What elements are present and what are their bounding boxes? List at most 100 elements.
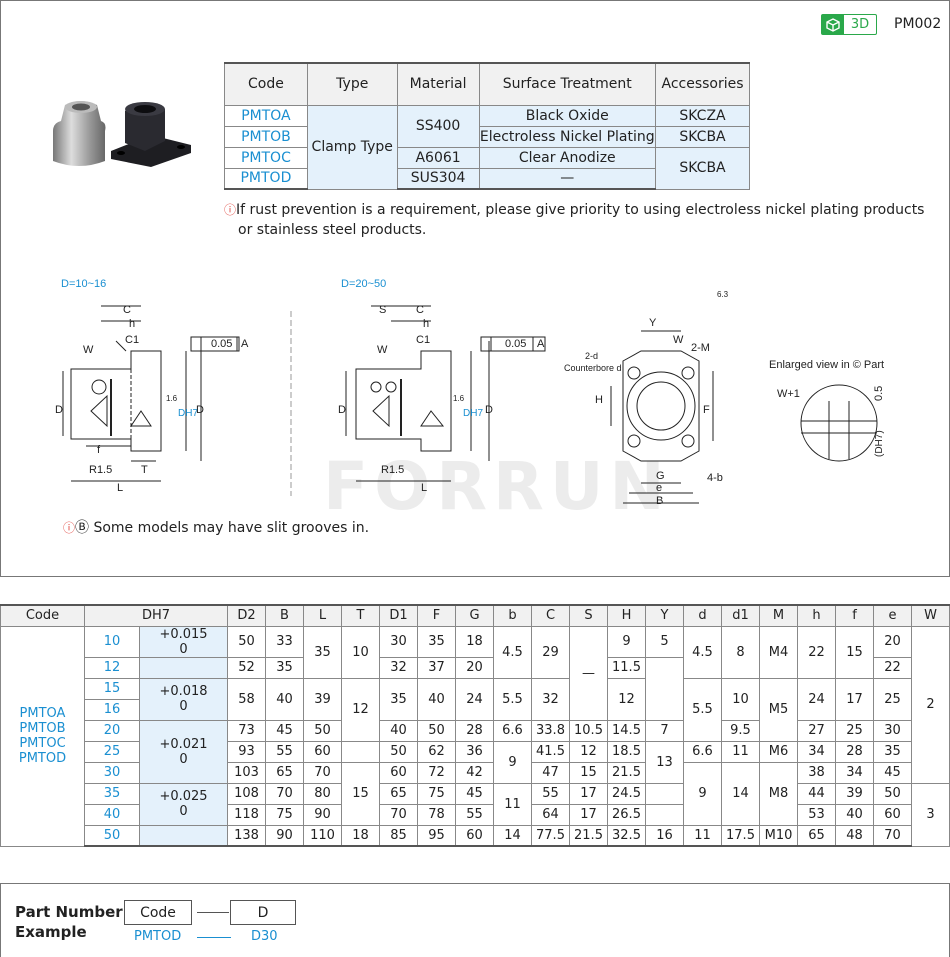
accessory-cell: SKCBA	[655, 125, 750, 148]
table-row: 30 103 65 70 15 60 72 42 47 15 21.5 9 14…	[1, 761, 950, 826]
treatment-cell: —	[478, 167, 657, 190]
label-dh7: DH7	[178, 408, 198, 419]
label-h-3: H	[595, 394, 603, 406]
rust-note: ⓘIf rust prevention is a requirement, pl…	[224, 200, 924, 240]
label-r-2: R1.5	[381, 464, 404, 476]
col-d1-small: d1	[721, 604, 760, 627]
type-cell: Clamp Type	[306, 104, 398, 190]
cube-icon	[822, 15, 844, 34]
col-b: B	[265, 604, 304, 627]
label-l: L	[117, 482, 123, 494]
col-t: T	[341, 604, 380, 627]
treatment-cell: Electroless Nickel Plating	[478, 125, 657, 148]
col-m: M	[759, 604, 798, 627]
code-cell[interactable]: PMTOB	[224, 125, 308, 148]
b-circle-icon: Ⓑ	[75, 520, 90, 536]
label-w: W	[83, 344, 94, 356]
code-table: Code Type Material Surface Treatment Acc…	[224, 62, 750, 190]
drawing1-range: D=10~16	[61, 278, 106, 290]
label-r: R1.5	[89, 464, 112, 476]
treatment-cell: Clear Anodize	[478, 146, 657, 169]
roughness-top: 6.3	[717, 290, 729, 299]
table-row: PMTOC A6061 Clear Anodize SKCBA	[224, 146, 750, 190]
label-2m: 2-M	[691, 342, 710, 354]
col-accessories: Accessories	[655, 62, 750, 106]
label-t: T	[141, 464, 148, 476]
part-d-box: D	[230, 900, 296, 925]
code-cell[interactable]: PMTOC	[224, 146, 308, 169]
col-e: e	[873, 604, 912, 627]
col-f: F	[417, 604, 456, 627]
info-icon: ⓘ	[63, 521, 76, 535]
product-info-panel: 3D PM002 Code Type Material Surface Trea…	[0, 0, 950, 577]
table-row: 50 138 90 110 18 85 95 60 14 77.5 21.5 3…	[1, 824, 950, 847]
drawing2-range: D=20~50	[341, 278, 386, 290]
label-b: B	[656, 495, 663, 507]
datum-label-2: A	[537, 338, 545, 350]
3d-badge[interactable]: 3D	[821, 14, 877, 35]
roughness-value-2: 1.6	[453, 394, 465, 403]
label-y: Y	[649, 317, 657, 329]
part-separator	[197, 912, 229, 913]
part-number-example: Part Number Example Code D PMTOD D30	[0, 883, 950, 957]
col-w: W	[911, 604, 950, 627]
accessory-cell: SKCZA	[655, 104, 750, 127]
product-code: PM002	[894, 16, 942, 32]
part-example-d[interactable]: D30	[251, 929, 278, 944]
rust-note-line1: If rust prevention is a requirement, ple…	[236, 202, 925, 218]
tolerance-value-2: 0.05	[505, 338, 526, 350]
label-d1: D	[55, 404, 63, 416]
code-cell[interactable]: PMTOD	[224, 167, 308, 190]
slit-note-text: Some models may have slit grooves in.	[93, 520, 370, 536]
label-s: S	[379, 304, 386, 316]
info-icon: ⓘ	[224, 203, 237, 217]
label-c1: C1	[125, 334, 139, 346]
col-s: S	[569, 604, 608, 627]
label-dh7-2: DH7	[463, 408, 483, 419]
label-c: C	[123, 304, 131, 316]
3d-badge-label: 3D	[850, 17, 870, 32]
table-row: PMTOA Clamp Type SS400 Black Oxide SKCZA	[224, 104, 750, 190]
label-d2: D	[196, 404, 204, 416]
code-group-cell[interactable]: PMTOA PMTOB PMTOC PMTOD	[0, 625, 85, 847]
product-photo	[53, 101, 191, 167]
label-counterbore: Counterbore d	[564, 363, 622, 373]
col-dh7: DH7	[84, 604, 228, 627]
accessory-cell: SKCBA	[655, 146, 750, 190]
col-g: G	[455, 604, 494, 627]
label-f-3: F	[703, 404, 710, 416]
label-d2-2: D	[485, 404, 493, 416]
label-w-2: W	[377, 344, 388, 356]
label-dh7-3: (DH7)	[874, 430, 885, 457]
label-g: G	[656, 470, 665, 482]
col-l: L	[303, 604, 342, 627]
col-type: Type	[306, 62, 398, 106]
label-h-2: h	[423, 318, 429, 330]
table-row: 25 93 55 60 50 62 36 9 41.5 12 18.5 13 6…	[1, 740, 950, 784]
label-e: e	[656, 482, 662, 494]
code-cell[interactable]: PMTOA	[224, 104, 308, 127]
col-f-small: f	[835, 604, 874, 627]
col-d2: D2	[227, 604, 266, 627]
table-row: PMTOD SUS304 —	[224, 167, 750, 190]
label-2d: 2-d	[585, 351, 598, 361]
label-c-2: C	[416, 304, 424, 316]
label-w1: W+1	[777, 388, 800, 400]
tolerance-value: 0.05	[211, 338, 232, 350]
label-f: f	[97, 444, 101, 456]
datum-label: A	[241, 338, 249, 350]
material-cell: SUS304	[396, 167, 480, 190]
material-cell: SS400	[396, 104, 480, 148]
watermark-logo: FORRUN	[323, 448, 671, 525]
col-h: H	[607, 604, 646, 627]
enlarged-view-label: Enlarged view in © Part	[769, 359, 884, 371]
col-y: Y	[645, 604, 684, 627]
table-row: PMTOB Electroless Nickel Plating SKCBA	[224, 125, 750, 148]
col-material: Material	[396, 62, 480, 106]
part-example-code[interactable]: PMTOD	[134, 929, 182, 944]
label-c1-2: C1	[416, 334, 430, 346]
col-code: Code	[0, 604, 85, 627]
